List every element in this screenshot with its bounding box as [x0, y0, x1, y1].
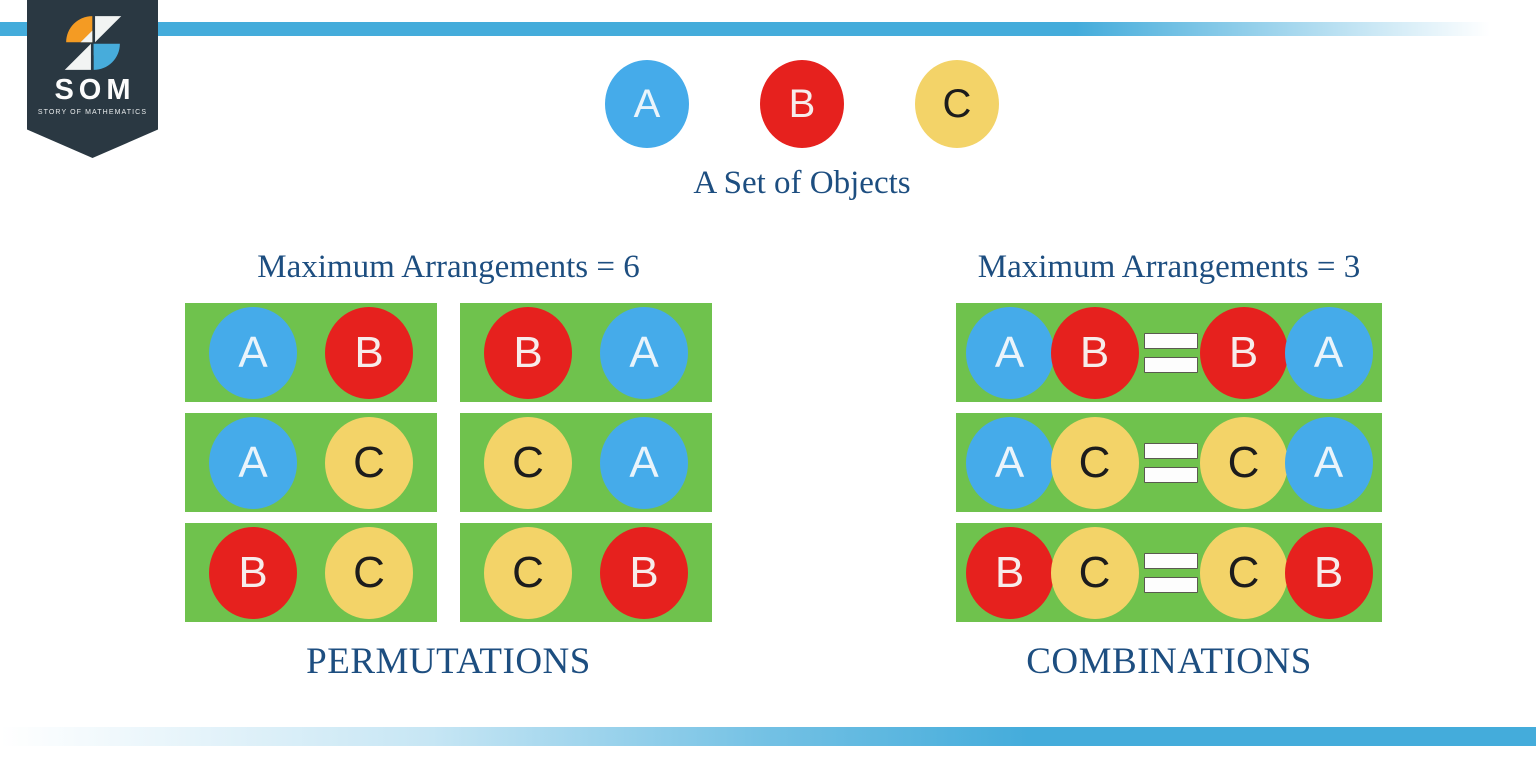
object-circle-B: B [965, 526, 1054, 619]
bottom-stripe-decoration [0, 727, 1536, 746]
equals-bar-top [1143, 442, 1198, 459]
object-circle-A: A [209, 416, 297, 509]
object-circle-C: C [1199, 416, 1288, 509]
object-circle-C: C [325, 526, 413, 619]
combinations-label: COMBINATIONS [1026, 641, 1312, 682]
object-circle-B: B [1284, 526, 1373, 619]
combinations-heading: Maximum Arrangements = 3 [977, 249, 1361, 285]
object-circle-C: C [484, 526, 572, 619]
equals-bar-bottom [1143, 356, 1198, 373]
object-circle-C: C [484, 416, 572, 509]
top-stripe-decoration [0, 22, 1536, 36]
object-circle-C: C [1050, 416, 1139, 509]
object-circle-A: A [965, 416, 1054, 509]
equals-sign [1143, 442, 1199, 483]
object-circle-C: C [1199, 526, 1288, 619]
object-circle-B: B [760, 60, 844, 148]
object-circle-A: A [209, 306, 297, 399]
object-circle-B: B [484, 306, 572, 399]
object-circle-B: B [1050, 306, 1139, 399]
equals-sign [1143, 552, 1199, 593]
object-circle-C: C [325, 416, 413, 509]
som-logo-tagline: STORY OF MATHEMATICS [37, 109, 148, 116]
som-logo-icon [64, 16, 121, 70]
object-circle-B: B [1199, 306, 1288, 399]
equals-bar-bottom [1143, 576, 1198, 593]
equals-sign [1143, 332, 1199, 373]
object-circle-A: A [600, 416, 688, 509]
object-circle-B: B [209, 526, 297, 619]
object-circle-A: A [600, 306, 688, 399]
object-circle-C: C [1050, 526, 1139, 619]
equals-bar-bottom [1143, 466, 1198, 483]
equals-bar-top [1143, 332, 1198, 349]
object-circle-B: B [325, 306, 413, 399]
object-circle-A: A [1284, 416, 1373, 509]
object-circle-A: A [605, 60, 689, 148]
object-circle-A: A [965, 306, 1054, 399]
set-of-objects-caption: A Set of Objects [693, 165, 911, 201]
permutations-label: PERMUTATIONS [306, 641, 591, 682]
som-logo-word: SOM [54, 74, 136, 106]
object-circle-B: B [600, 526, 688, 619]
som-logo-badge: SOM STORY OF MATHEMATICS [27, 0, 158, 158]
object-circle-C: C [915, 60, 999, 148]
equals-bar-top [1143, 552, 1198, 569]
object-circle-A: A [1284, 306, 1373, 399]
permutations-heading: Maximum Arrangements = 6 [257, 249, 640, 285]
